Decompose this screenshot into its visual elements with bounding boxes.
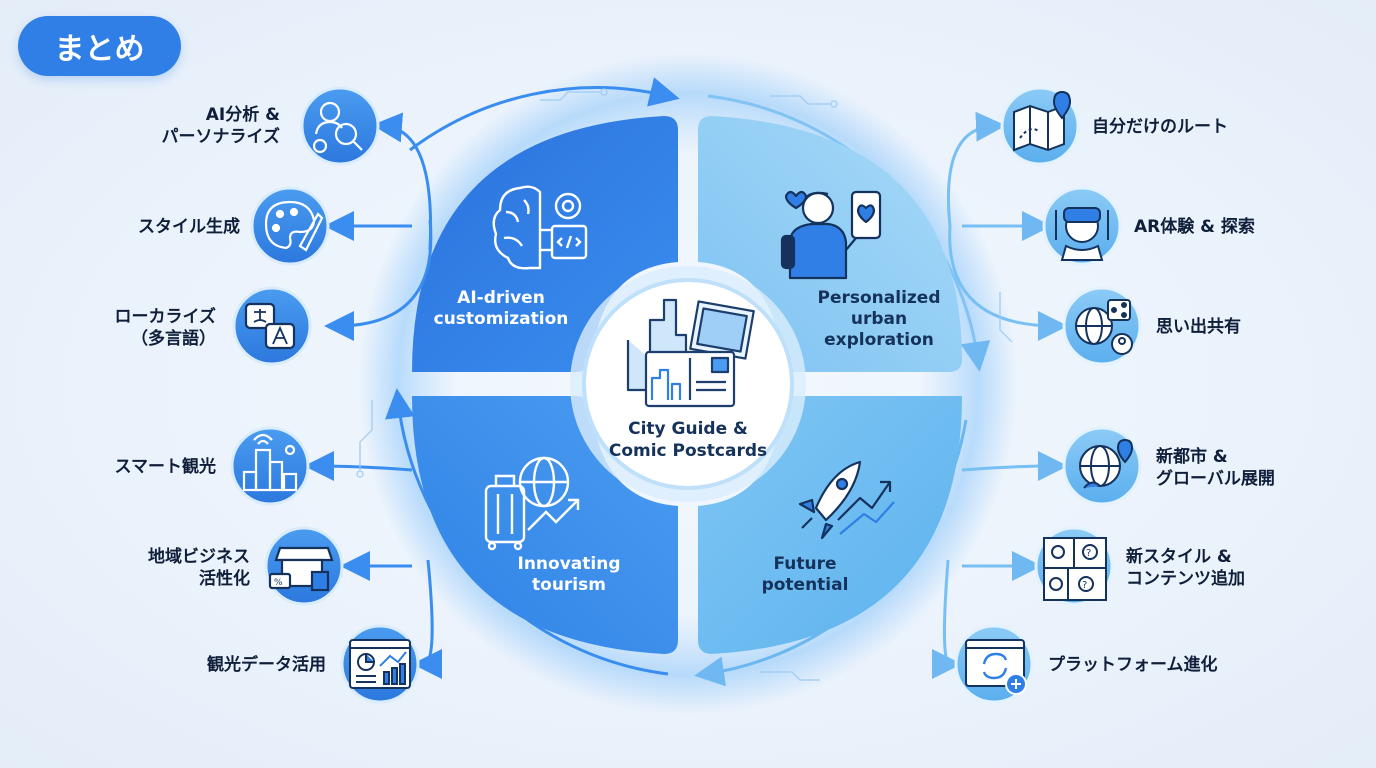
feature-circle-tourism-data <box>340 624 420 704</box>
feature-local-business: 地域ビジネス 活性化 <box>148 546 250 590</box>
feature-circle-smart-tourism <box>230 426 310 506</box>
feature-ai-analysis-line1: AI分析 & <box>205 105 280 125</box>
feature-new-city: 新都市 & グローバル展開 <box>1156 446 1275 490</box>
feature-localize-line2: （多言語） <box>131 329 216 349</box>
feature-smart-tourism: スマート観光 <box>115 456 217 478</box>
quadrant-br-line2: potential <box>761 575 849 595</box>
quadrant-label-personalized-exploration: Personalized urban exploration <box>794 288 964 351</box>
platform-update-icon <box>965 639 1027 695</box>
ar-headset-icon <box>1055 207 1109 261</box>
feature-ai-analysis: AI分析 & パーソナライズ <box>162 104 281 148</box>
feature-memory: 思い出共有 <box>1156 316 1241 338</box>
svg-text:?: ? <box>1082 580 1087 591</box>
connector-memory <box>948 225 1068 341</box>
feature-circle-new-style: ? ? <box>1034 526 1114 606</box>
quadrant-label-ai-customization: AI-driven customization <box>416 288 586 330</box>
feature-circle-style-gen <box>250 186 330 266</box>
quadrant-top-left <box>412 116 678 372</box>
globe-pin-icon <box>1079 438 1134 489</box>
feature-circle-local-business: % <box>264 526 344 606</box>
feature-platform: プラットフォーム進化 <box>1048 654 1218 676</box>
analytics-icon <box>349 639 411 689</box>
feature-tourism-data-line1: 観光データ活用 <box>207 655 326 675</box>
quadrant-tr-line1: Personalized <box>817 288 941 308</box>
feature-memory-line1: 思い出共有 <box>1156 317 1241 337</box>
quadrant-tl-line2: customization <box>433 309 569 329</box>
feature-ar: AR体験 & 探索 <box>1134 216 1255 238</box>
palette-icon <box>264 200 324 252</box>
quadrant-bl-line1: Innovating <box>517 554 621 574</box>
feature-circle-memory <box>1062 286 1142 366</box>
svg-text:?: ? <box>1086 548 1091 559</box>
quadrant-bottom-left <box>412 396 678 654</box>
feature-circle-own-route <box>1000 86 1080 166</box>
map-route-icon <box>1013 90 1072 152</box>
feature-ai-analysis-line2: パーソナライズ <box>161 127 281 147</box>
suitcase-globe-icon <box>484 456 580 551</box>
translate-icon <box>244 302 296 350</box>
feature-tourism-data: 観光データ活用 <box>207 654 326 676</box>
quadrant-tr-line2: urban <box>850 309 908 329</box>
ai-analysis-icon <box>312 101 363 154</box>
quadrant-label-future-potential: Future potential <box>720 554 890 596</box>
feature-new-style: 新スタイル & コンテンツ追加 <box>1126 546 1245 590</box>
rocket-growth-icon <box>798 460 895 540</box>
smart-city-icon <box>242 433 298 492</box>
store-icon: % <box>268 546 334 592</box>
feature-localize: ローカライズ （多言語） <box>115 306 217 350</box>
feature-circle-localize <box>232 286 312 366</box>
feature-circle-platform <box>954 624 1034 704</box>
feature-own-route: 自分だけのルート <box>1092 116 1228 138</box>
comic-panels-icon: ? ? <box>1043 537 1107 601</box>
feature-ar-line1: AR体験 & 探索 <box>1134 217 1255 237</box>
connector-smart-tourism <box>304 451 413 482</box>
feature-own-route-line1: 自分だけのルート <box>1092 117 1228 137</box>
feature-new-city-line2: グローバル展開 <box>1156 469 1275 489</box>
city-postcard-icon <box>626 298 755 408</box>
svg-text:%: % <box>274 578 283 588</box>
feature-new-style-line1: 新スタイル & <box>1126 547 1232 567</box>
connector-platform <box>931 559 962 679</box>
quadrant-bl-line2: tourism <box>532 575 606 595</box>
orbit-arrow-top-left <box>409 77 680 152</box>
center-label: City Guide & Comic Postcards <box>588 418 788 462</box>
feature-smart-tourism-line1: スマート観光 <box>114 457 217 477</box>
center-label-line2: Comic Postcards <box>608 441 768 461</box>
connector-own-route <box>946 111 1006 227</box>
feature-style-gen-line1: スタイル生成 <box>138 217 240 237</box>
brain-gear-icon <box>492 185 588 270</box>
quadrant-label-innovating-tourism: Innovating tourism <box>484 554 654 596</box>
traveler-phone-icon <box>780 190 882 280</box>
quadrant-tl-line1: AI-driven <box>457 288 545 308</box>
feature-new-city-line1: 新都市 & <box>1156 447 1228 467</box>
feature-platform-line1: プラットフォーム進化 <box>1048 655 1218 675</box>
feature-circle-ai-analysis <box>300 86 380 166</box>
quadrant-br-line1: Future <box>773 554 837 574</box>
feature-circle-new-city <box>1062 426 1142 506</box>
feature-style-gen: スタイル生成 <box>138 216 240 238</box>
connector-localize <box>324 219 433 341</box>
feature-local-business-line1: 地域ビジネス <box>148 547 250 567</box>
feature-localize-line1: ローカライズ <box>114 307 217 327</box>
globe-share-icon <box>1075 299 1133 355</box>
quadrant-tr-line3: exploration <box>824 330 934 350</box>
page-title: まとめ <box>18 16 181 76</box>
feature-local-business-line2: 活性化 <box>199 569 250 589</box>
feature-new-style-line2: コンテンツ追加 <box>1126 569 1245 589</box>
connector-tourism-data <box>412 559 443 679</box>
connector-new-city <box>961 451 1068 482</box>
feature-circle-ar <box>1042 186 1122 266</box>
center-label-line1: City Guide & <box>628 419 748 439</box>
